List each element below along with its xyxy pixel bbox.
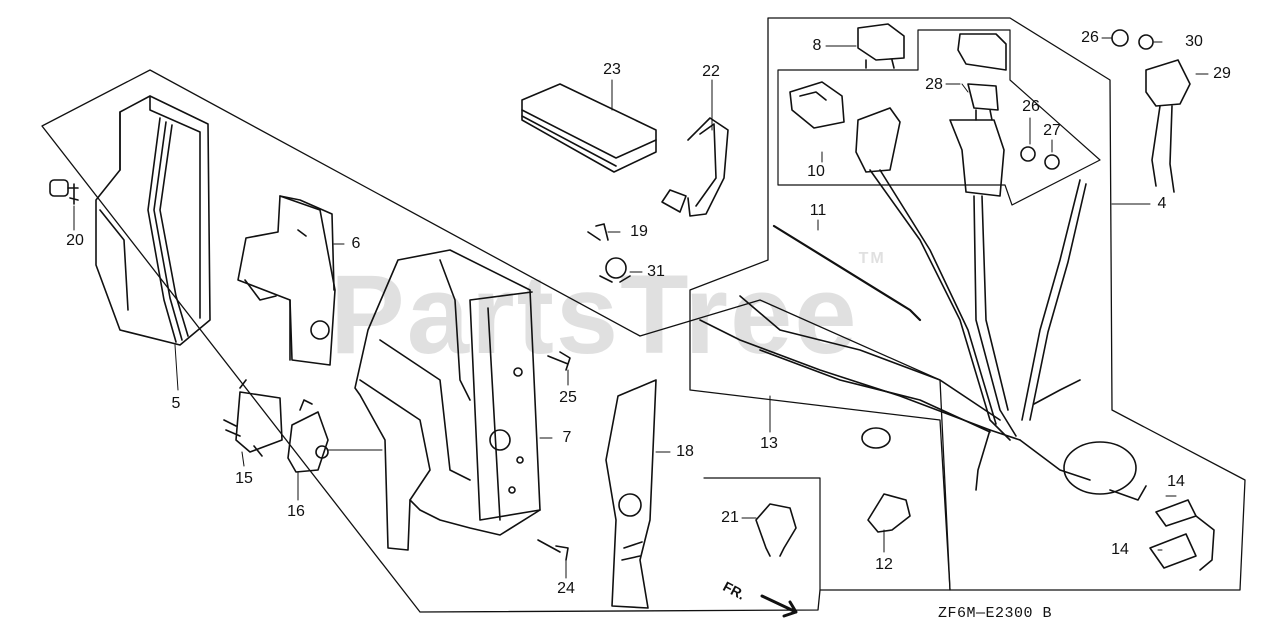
part-12-clip [867,493,911,533]
part-27-nut [1044,154,1060,170]
callout-24: 24 [557,580,575,597]
callout-21: 21 [721,509,739,526]
callout-11: 11 [809,202,827,219]
part-29-sensor [1145,59,1191,193]
callout-13: 13 [760,435,778,452]
callout-7: 7 [562,429,572,446]
callout-16: 16 [287,503,305,520]
part-24-screw [537,539,569,561]
callout-19: 19 [630,223,648,240]
group-outline-clips [703,477,821,591]
callout-23: 23 [603,61,621,78]
callout-6: 6 [351,235,361,252]
part-23-foam [521,83,657,173]
part-fuse-holder [949,119,1005,197]
part-fuse-cover [957,33,1007,71]
part-21-clip [755,503,797,557]
part-19-screw [587,223,609,241]
part-18-plate [605,379,657,609]
part-22-band [661,117,729,217]
drawing-code: ZF6M—E2300 B [938,605,1053,622]
callout-31: 31 [647,263,665,280]
part-16-breaker [287,399,383,473]
callout-18: 18 [676,443,694,460]
part-14-key-switch [1063,441,1215,571]
part-10-connector [789,81,845,129]
part-30-washer [1138,34,1154,50]
part-7-control-box [354,249,541,551]
part-8-relay [857,23,905,69]
part-25-screw [547,351,571,371]
callout-26-upper: 26 [1081,29,1099,46]
part-20-screw [49,179,79,205]
callout-12: 12 [875,556,893,573]
front-arrow [760,594,798,618]
callout-15: 15 [235,470,253,487]
callout-14-upper: 14 [1167,473,1185,490]
part-grommet [861,427,891,449]
callout-4: 4 [1157,195,1167,212]
part-11-lead [772,224,922,322]
callout-26-lower: 26 [1022,98,1040,115]
part-plug-connector [855,107,901,173]
group-outline-control-box [41,69,951,613]
callout-25: 25 [559,389,577,406]
callout-20: 20 [66,232,84,249]
part-26-nut-upper [1111,29,1129,47]
part-4-harness [699,169,1091,491]
part-5-cover [95,95,211,346]
part-6-bracket [237,195,336,366]
callout-14-lower: 14 [1111,541,1129,558]
callout-28: 28 [925,76,943,93]
group-outline-switch [777,29,1101,206]
callout-5: 5 [171,395,181,412]
part-15-switch [223,379,283,457]
group-outline-harness [689,17,1246,591]
callout-29: 29 [1213,65,1231,82]
leader-lines [73,37,1209,579]
callout-22: 22 [702,63,720,80]
part-26-nut-lower [1020,146,1036,162]
part-31-clip [599,257,631,283]
callout-30: 30 [1185,33,1203,50]
callout-8: 8 [812,37,822,54]
part-28-fuse [967,83,999,121]
callout-10: 10 [807,163,825,180]
callout-27: 27 [1043,122,1061,139]
